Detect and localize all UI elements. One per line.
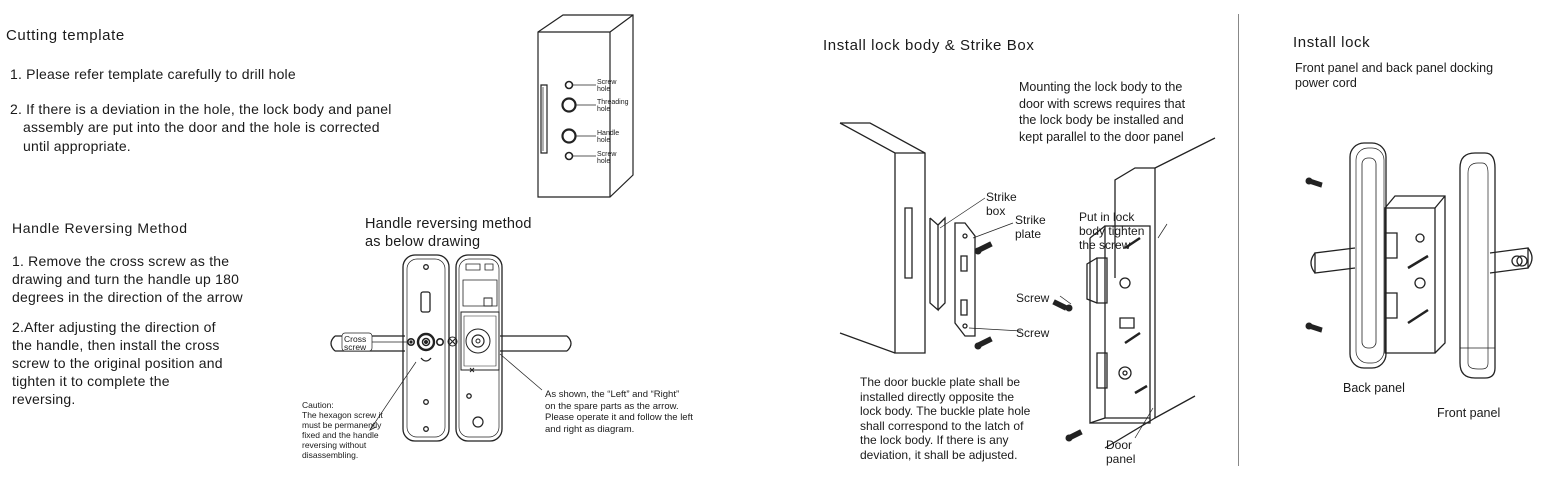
front-panel-label: Front panel xyxy=(1437,406,1501,420)
caution-note: Caution: The hexagon screw it must be pe… xyxy=(302,400,383,460)
door-panel-label: Door panel xyxy=(1106,438,1136,466)
cutting-step-2-line-2: assembly are put into the door and the h… xyxy=(23,119,380,135)
mounting-note: Mounting the lock body to the door with … xyxy=(1019,80,1186,144)
cross-screw-label: Cross screw xyxy=(344,334,367,352)
reversing-title: Handle Reversing Method xyxy=(12,220,188,236)
lock-body-installation-drawing xyxy=(835,118,1215,463)
panel-docking-drawing xyxy=(1300,138,1540,388)
reversing-drawing-title: Handle reversing method as below drawing xyxy=(365,216,532,250)
strike-plate-label: Strike plate xyxy=(1015,213,1046,241)
cutting-step-1: 1. Please refer template carefully to dr… xyxy=(10,66,296,82)
back-panel-label: Back panel xyxy=(1343,381,1405,395)
handle-reversing-drawing xyxy=(335,250,575,445)
install-body-title: Install lock body & Strike Box xyxy=(823,37,1035,54)
put-in-lock-body-label: Put in lock body tighten the screw xyxy=(1079,210,1145,252)
cutting-step-2-line-3: until appropriate. xyxy=(23,138,131,154)
reversing-step-2: 2.After adjusting the direction of the h… xyxy=(12,319,223,407)
cutting-template-drawing xyxy=(520,12,645,202)
cutting-template-title: Cutting template xyxy=(6,27,125,44)
screw-label-upper: Screw xyxy=(1016,291,1050,305)
screw-label-lower: Screw xyxy=(1016,326,1050,340)
install-lock-subtitle: Front panel and back panel docking power… xyxy=(1295,61,1494,90)
install-lock-title: Install lock xyxy=(1293,34,1371,51)
reversing-step-1: 1. Remove the cross screw as the drawing… xyxy=(12,253,243,305)
buckle-plate-note: The door buckle plate shall be installed… xyxy=(860,375,1031,462)
cutting-step-2-line-1: 2. If there is a deviation in the hole, … xyxy=(10,101,392,117)
strike-box-label: Strike box xyxy=(986,190,1017,218)
left-right-note: As shown, the “Left” and “Right” on the … xyxy=(545,389,693,435)
section-divider xyxy=(1238,14,1239,466)
